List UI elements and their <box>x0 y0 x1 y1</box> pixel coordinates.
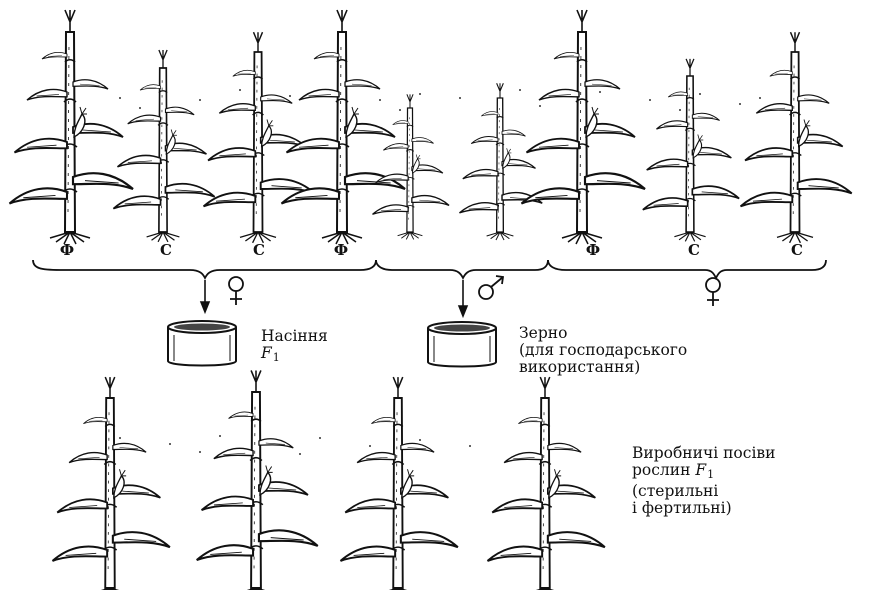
maize-plant <box>643 59 739 242</box>
bracket-center-male <box>376 260 548 278</box>
maize-plant <box>204 32 315 243</box>
production-label-line3: (стерильні <box>632 483 775 500</box>
male-symbol <box>479 276 503 299</box>
maize-plant <box>341 377 458 590</box>
pollen-cloud <box>119 89 761 111</box>
seed-label-line1: Насіння <box>261 328 328 345</box>
label-fertile: Ф <box>586 243 600 258</box>
maize-plant <box>197 370 318 590</box>
maize-plant <box>459 83 542 240</box>
group-brackets <box>33 260 826 278</box>
production-f-symbol: F <box>695 461 706 479</box>
grain-sack <box>428 322 496 367</box>
maize-plant <box>741 32 852 243</box>
parent-plant-row <box>10 10 852 244</box>
flow-arrows <box>201 280 467 316</box>
label-sterile: С <box>688 243 700 258</box>
label-fertile: Ф <box>334 243 348 258</box>
production-f-subscript: 1 <box>707 468 714 481</box>
production-label-line1: Виробничі посіви <box>632 445 775 462</box>
grain-label: Зерно (для господарського використання) <box>519 325 687 376</box>
production-crops-label: Виробничі посіви рослин F1 (стерильні і … <box>632 445 775 517</box>
maize-plant <box>372 94 449 239</box>
seed-f-subscript: 1 <box>273 351 280 364</box>
grain-label-line2: (для господарського <box>519 342 687 359</box>
label-sterile: С <box>253 243 265 258</box>
maize-plant <box>53 377 170 590</box>
maize-plant <box>522 10 646 244</box>
seed-label-line2: F1 <box>261 345 328 366</box>
maize-plant <box>488 377 605 590</box>
bracket-left-female <box>33 260 376 278</box>
label-fertile: Ф <box>60 243 74 258</box>
bracket-right-female <box>548 260 826 278</box>
female-symbol <box>229 277 243 305</box>
f1-plant-row <box>53 370 605 590</box>
grain-label-line3: використання) <box>519 359 687 376</box>
label-sterile: С <box>791 243 803 258</box>
seed-f1-label: Насіння F1 <box>261 328 328 366</box>
production-label-line2: рослин F1 <box>632 462 775 483</box>
seed-sack-f1 <box>168 321 236 366</box>
production-label-prefix: рослин <box>632 461 695 479</box>
label-sterile: С <box>160 243 172 258</box>
grain-label-line1: Зерно <box>519 325 687 342</box>
maize-plant <box>113 50 214 242</box>
seed-f-symbol: F <box>261 344 272 362</box>
production-label-line4: і фертильні) <box>632 500 775 517</box>
female-symbol <box>706 278 720 306</box>
